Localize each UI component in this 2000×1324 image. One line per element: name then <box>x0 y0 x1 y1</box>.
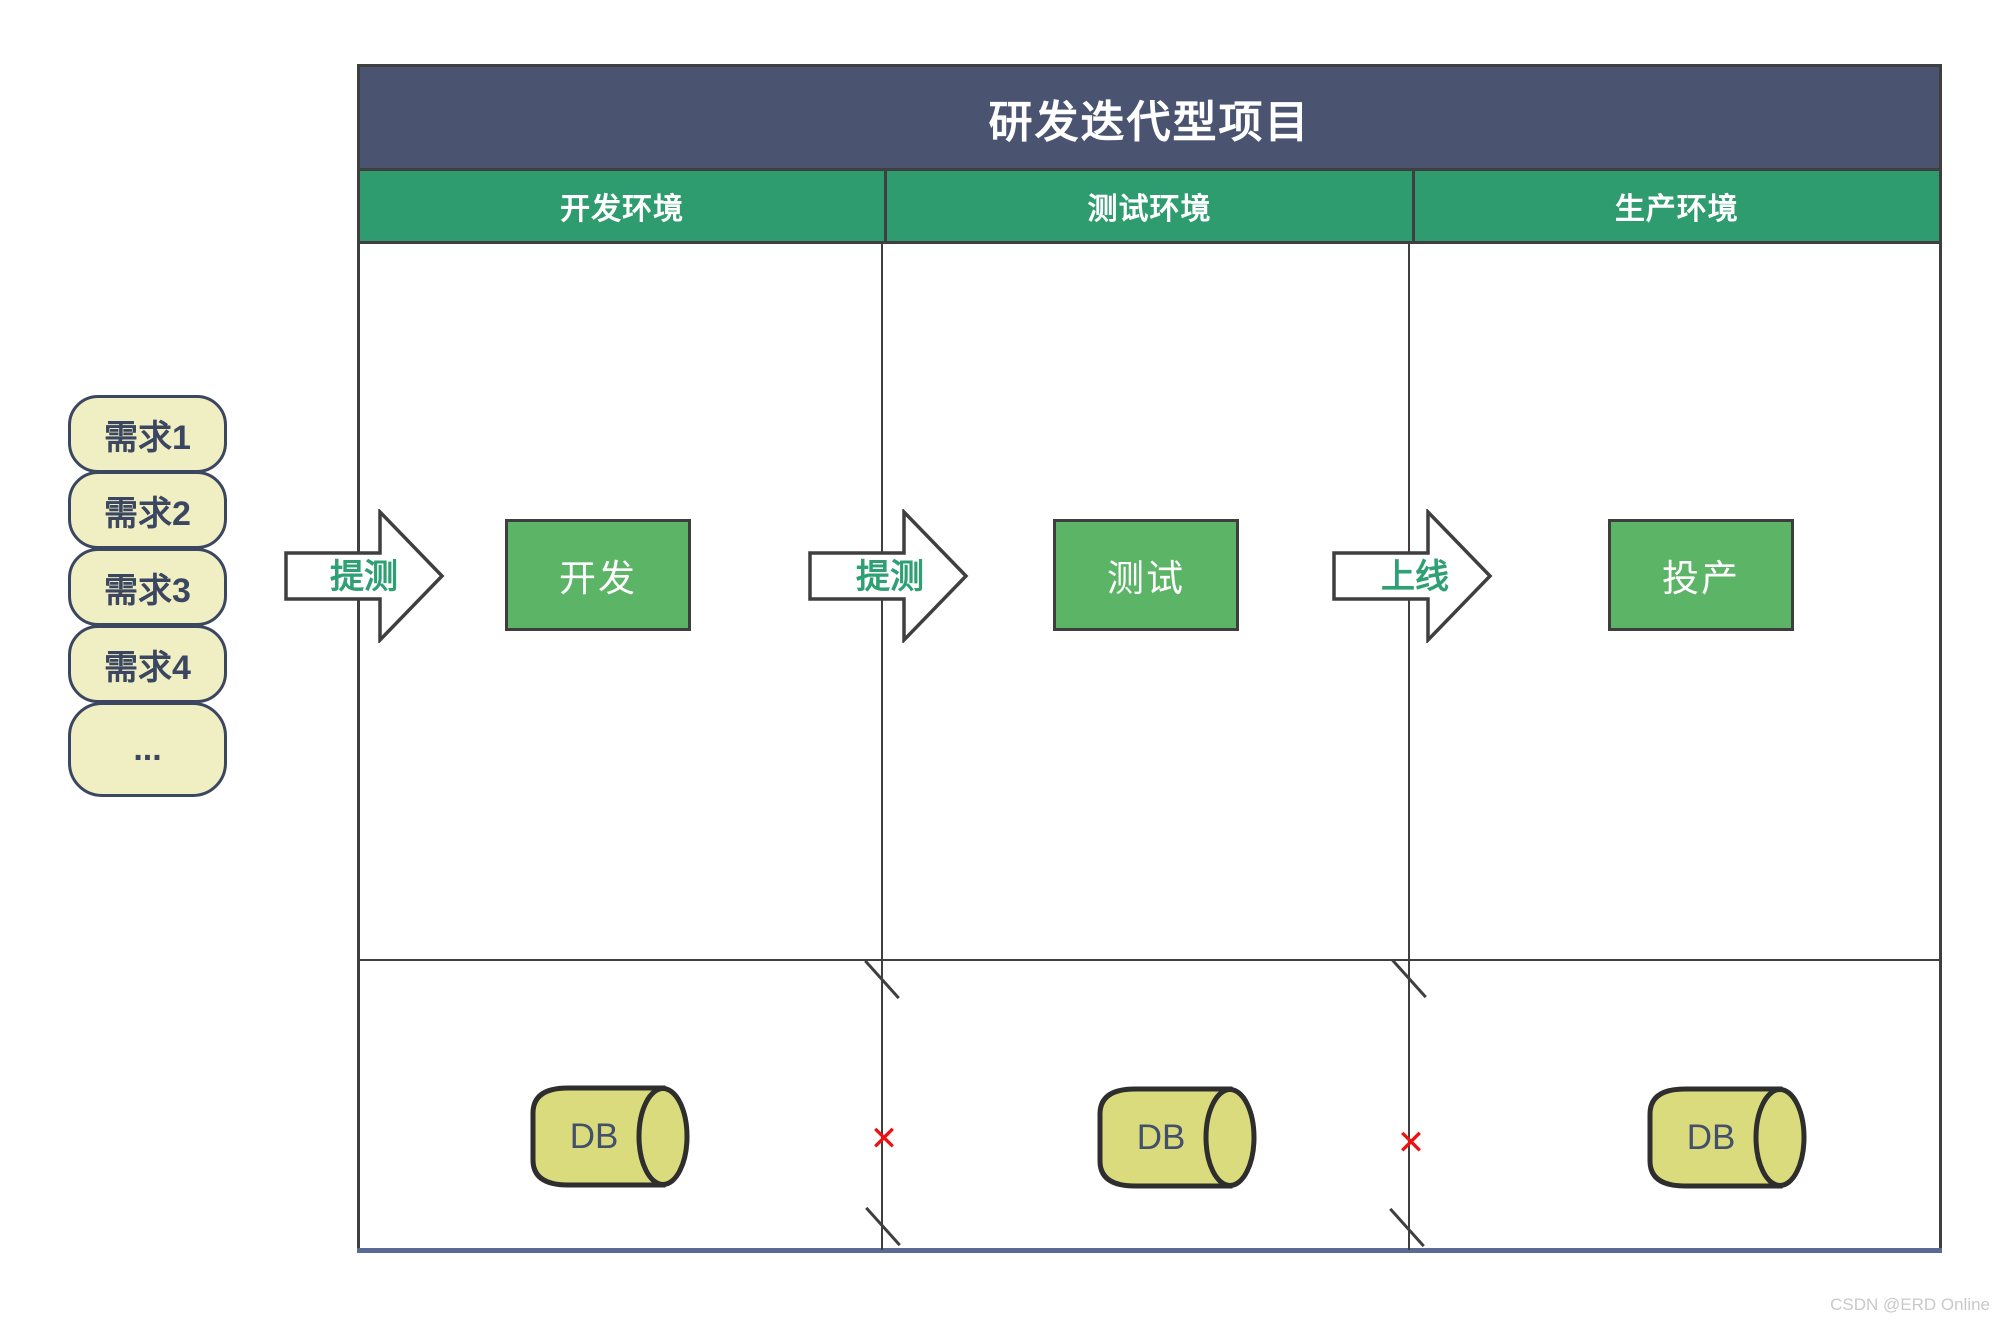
flow-arrow-icon <box>284 509 445 643</box>
project-frame: 研发迭代型项目 开发环境 测试环境 生产环境 <box>357 64 1942 1253</box>
process-box-prod: 投产 <box>1608 519 1794 631</box>
process-box-test: 测试 <box>1053 519 1239 631</box>
process-box-dev: 开发 <box>505 519 691 631</box>
project-title-bar: 研发迭代型项目 <box>360 67 1939 171</box>
no-sync-cross-icon: ✕ <box>869 1120 899 1158</box>
column-divider-1 <box>881 241 883 1250</box>
db-section-separator <box>360 959 1939 961</box>
requirement-item: 需求4 <box>68 625 227 703</box>
flow-arrow-icon <box>1332 509 1493 643</box>
frame-bottom-accent <box>357 1248 1942 1253</box>
db-cylinder-prod: DB <box>1645 1086 1808 1189</box>
db-cylinder-dev: DB <box>528 1085 691 1188</box>
database-icon <box>1647 1086 1807 1189</box>
flow-arrow-icon <box>808 509 969 643</box>
column-divider-2 <box>1408 241 1410 1250</box>
requirement-item: 需求2 <box>68 471 227 549</box>
no-sync-cross-icon: ✕ <box>1396 1124 1426 1162</box>
arrow-label-titest-1: 提测 <box>330 558 398 596</box>
database-icon <box>1097 1086 1257 1189</box>
arrow-label-golive: 上线 <box>1381 558 1449 596</box>
env-header-test: 测试环境 <box>884 171 1412 244</box>
requirement-item: 需求3 <box>68 548 227 626</box>
db-cylinder-test: DB <box>1095 1086 1258 1189</box>
env-header-prod: 生产环境 <box>1411 171 1939 244</box>
db-label: DB <box>1686 1118 1736 1157</box>
db-label: DB <box>569 1117 619 1156</box>
env-header-dev: 开发环境 <box>360 171 885 244</box>
requirement-item-more: ... <box>68 702 227 797</box>
arrow-label-titest-2: 提测 <box>856 558 924 596</box>
database-icon <box>530 1085 690 1188</box>
watermark: CSDN @ERD Online <box>1830 1295 1990 1314</box>
project-title: 研发迭代型项目 <box>988 97 1311 147</box>
environment-header-row: 开发环境 测试环境 生产环境 <box>360 171 1939 244</box>
requirement-item: 需求1 <box>68 395 227 473</box>
db-label: DB <box>1136 1118 1186 1157</box>
